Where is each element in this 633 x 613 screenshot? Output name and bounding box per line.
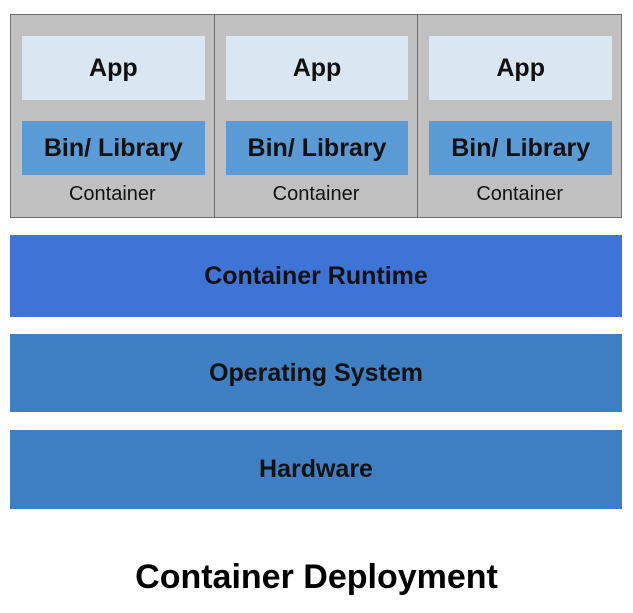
bin-library-block: Bin/ Library: [225, 121, 409, 175]
container-label: Container: [68, 183, 156, 205]
hardware-layer: Hardware: [10, 430, 622, 509]
app-block: App: [225, 36, 409, 100]
bin-library-block: Bin/ Library: [429, 121, 613, 175]
container-label: Container: [476, 183, 564, 205]
operating-system-layer: Operating System: [10, 334, 622, 412]
container-2: App Bin/ Library Container: [214, 15, 419, 217]
container-1: App Bin/ Library Container: [11, 15, 215, 217]
bin-library-block: Bin/ Library: [22, 121, 205, 175]
container-3: App Bin/ Library Container: [418, 15, 622, 217]
containers-row: App Bin/ Library Container App Bin/ Libr…: [10, 14, 622, 218]
app-block: App: [429, 36, 613, 100]
diagram-title: Container Deployment: [135, 558, 498, 596]
container-runtime-layer: Container Runtime: [10, 235, 622, 317]
container-label: Container: [272, 183, 360, 205]
app-block: App: [22, 36, 205, 100]
